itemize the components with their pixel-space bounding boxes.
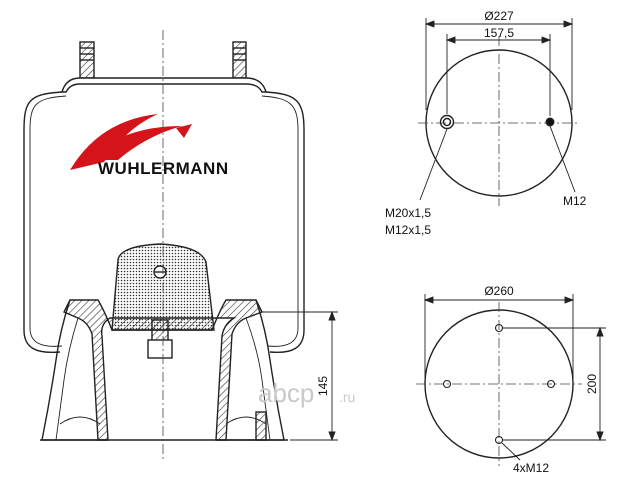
bolt-count-label: 4xM12 [513, 461, 549, 475]
watermark-text: abcp [258, 378, 314, 408]
bolt-holes [442, 323, 556, 445]
brand-logo [70, 114, 192, 170]
lower-outer-diameter-label: Ø260 [484, 284, 514, 298]
upper-plate-view [418, 18, 580, 206]
air-spring-section-view [23, 30, 338, 460]
watermark-suffix: .ru [339, 389, 355, 405]
right-thread-label: M12 [563, 194, 587, 208]
bolt-hole-top [494, 323, 504, 333]
bolt-circle-label: 200 [585, 374, 599, 394]
upper-bolt-spacing-label: 157,5 [484, 26, 514, 40]
lower-diameter-dimension [423, 294, 575, 378]
bolt-hole-bottom [494, 435, 504, 445]
top-stud-right [232, 41, 247, 79]
base-stud [255, 411, 267, 441]
top-plate [61, 77, 267, 93]
bolt-hole-left [442, 379, 452, 389]
brand-name: WUHLERMANN [98, 159, 229, 178]
bolt-hole-right [546, 379, 556, 389]
top-stud-left [79, 41, 95, 79]
bolt-circle-dimension [503, 326, 606, 442]
piston-height-label: 145 [316, 376, 330, 396]
bolt-spacing-dimension [445, 34, 552, 116]
mounting-stud-hole [545, 117, 555, 127]
left-thread-label-2: M12x1,5 [385, 223, 431, 237]
air-port-fitting [439, 114, 455, 130]
outer-diameter-dimension [424, 18, 574, 110]
left-thread-label-1: M20x1,5 [385, 206, 431, 220]
piston-height-dimension [262, 310, 338, 442]
upper-outer-diameter-label: Ø227 [484, 9, 514, 23]
lower-plate-view [416, 294, 606, 466]
bellow [23, 91, 305, 354]
